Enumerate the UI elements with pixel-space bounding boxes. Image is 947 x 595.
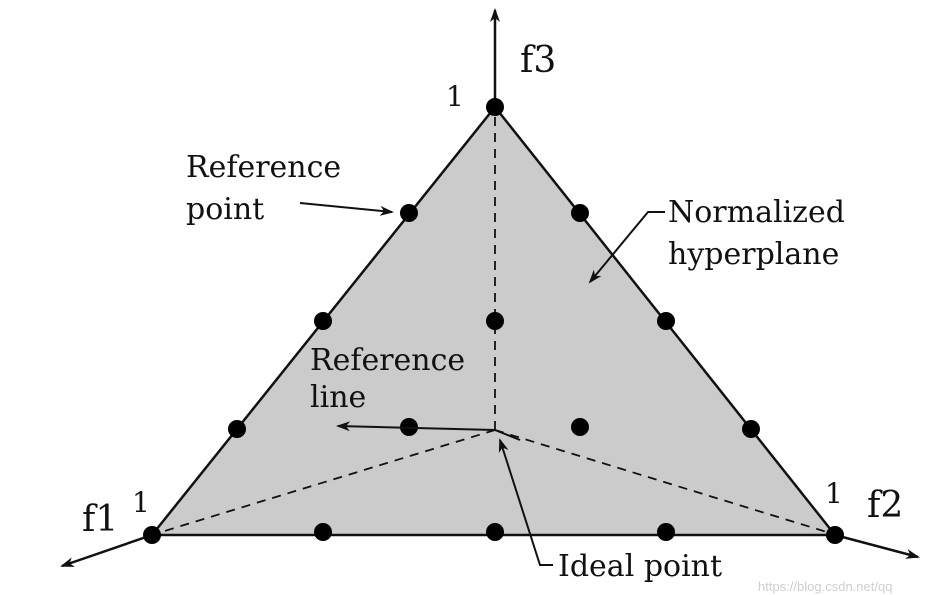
reference-line — [336, 421, 496, 432]
f1-unit-label: 1 — [132, 486, 150, 519]
reference-point — [314, 312, 332, 330]
normalized-hyperplane-label-line1: Normalized — [668, 195, 845, 230]
reference-point-arrow — [299, 202, 394, 216]
reference-point — [826, 526, 844, 544]
ideal-point-label: Ideal point — [558, 549, 722, 584]
reference-line-label-line2: line — [310, 380, 366, 415]
reference-points — [143, 98, 844, 544]
f3-axis-label: f3 — [520, 40, 556, 81]
reference-point — [143, 526, 161, 544]
dashed-line-to-f1 — [157, 429, 496, 534]
ideal-to-reference-tick — [494, 429, 521, 441]
f2-axis-arrow — [834, 533, 920, 559]
reference-point — [486, 98, 504, 116]
f1-axis-arrow — [60, 533, 153, 568]
dashed-line-to-f2 — [494, 429, 831, 534]
reference-point — [314, 523, 332, 541]
normalized-hyperplane-arrow — [588, 211, 665, 284]
reference-point — [571, 204, 589, 222]
f2-axis-label: f2 — [867, 485, 903, 526]
ideal-point-arrow — [498, 438, 553, 566]
normalized-hyperplane-label-line2: hyperplane — [668, 237, 839, 272]
reference-point-label-line2: point — [186, 192, 264, 227]
reference-point — [571, 418, 589, 436]
watermark: https://blog.csdn.net/qq — [758, 579, 892, 594]
reference-point — [228, 420, 246, 438]
f1-axis-label: f1 — [82, 499, 118, 540]
reference-point-label-line1: Reference — [186, 150, 341, 185]
reference-point — [657, 312, 675, 330]
dashed-axis-lines — [157, 112, 831, 534]
reference-point — [486, 523, 504, 541]
f3-unit-label: 1 — [446, 80, 464, 113]
reference-line-group — [336, 421, 521, 441]
reference-point — [400, 204, 418, 222]
f2-unit-label: 1 — [825, 477, 843, 510]
reference-point — [486, 312, 504, 330]
reference-point — [742, 420, 760, 438]
reference-point — [657, 523, 675, 541]
reference-line-label-line1: Reference — [310, 343, 465, 378]
